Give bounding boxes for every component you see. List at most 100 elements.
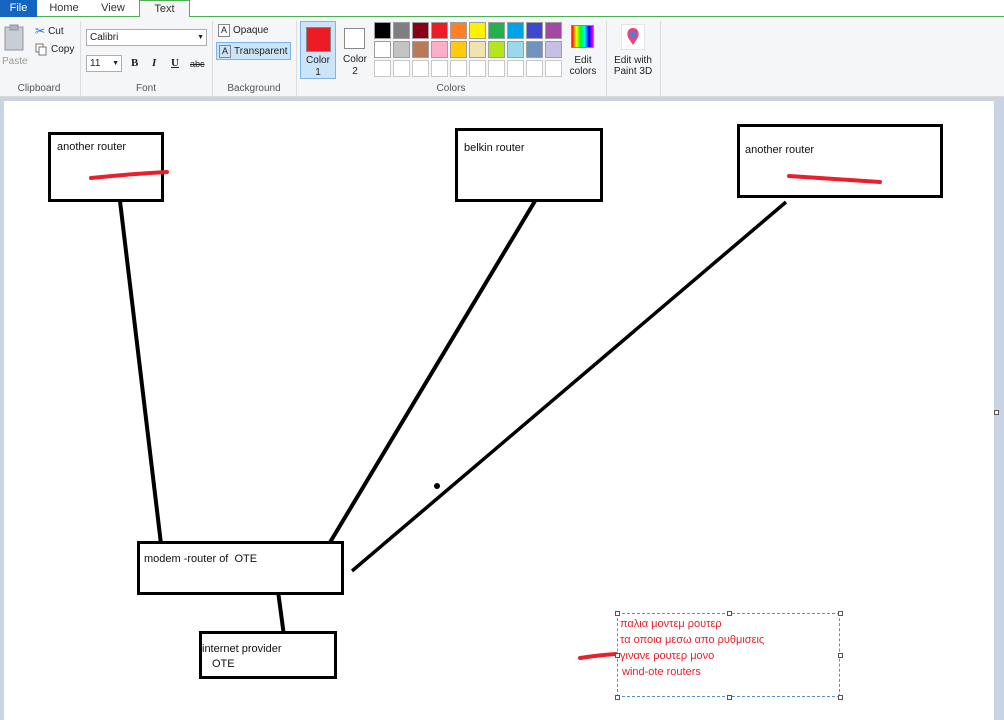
transparent-icon: A — [219, 44, 232, 58]
font-size-select[interactable]: 11 ▼ — [86, 55, 122, 72]
palette-swatch[interactable] — [450, 41, 467, 58]
palette-swatch[interactable] — [469, 22, 486, 39]
tab-file[interactable]: File — [0, 0, 37, 17]
separator — [660, 21, 661, 97]
opaque-icon: A — [218, 24, 231, 37]
resize-handle[interactable] — [838, 653, 843, 658]
transparent-button[interactable]: A Transparent — [216, 42, 291, 60]
resize-handle[interactable] — [615, 695, 620, 700]
palette-swatch[interactable] — [545, 22, 562, 39]
note-line-2: τα οποια μεσω απο ρυθμισεις — [620, 634, 765, 646]
edit-colors-label-1: Edit — [574, 55, 592, 66]
paint3d-label-1: Edit with — [614, 55, 652, 66]
palette-swatch[interactable] — [412, 22, 429, 39]
palette-swatch[interactable] — [431, 41, 448, 58]
drawing-canvas[interactable]: another router belkin router another rou… — [4, 101, 994, 720]
menu-bar: File Home View Text — [0, 0, 1004, 18]
paste-label: Paste — [2, 56, 28, 67]
palette-swatch[interactable] — [488, 60, 505, 77]
palette-swatch[interactable] — [374, 60, 391, 77]
router-belkin-label: belkin router — [464, 142, 525, 154]
palette-swatch[interactable] — [412, 60, 429, 77]
color2-number: 2 — [352, 66, 358, 77]
palette-swatch[interactable] — [488, 41, 505, 58]
resize-handle[interactable] — [615, 611, 620, 616]
tab-home[interactable]: Home — [49, 2, 79, 14]
red-dash-stroke — [578, 652, 618, 660]
canvas-resize-handle[interactable] — [994, 410, 999, 415]
palette-swatch[interactable] — [469, 41, 486, 58]
strikethrough-button[interactable]: abc — [190, 59, 205, 69]
color-spectrum-icon — [571, 25, 594, 48]
edit-colors-button[interactable]: Edit colors — [566, 22, 600, 80]
font-family-select[interactable]: Calibri ▼ — [86, 29, 207, 46]
connector-line — [327, 199, 537, 546]
cut-button[interactable]: ✂ Cut — [35, 24, 64, 38]
color2-button[interactable]: Color 2 — [339, 21, 371, 79]
internet-provider-sub-label: OTE — [212, 658, 235, 670]
text-box-content[interactable]: παλια μοντεμ ρουτερ τα οποια μεσω απο ρυ… — [619, 615, 837, 695]
connector-line — [276, 590, 286, 637]
palette-swatch[interactable] — [545, 60, 562, 77]
palette-swatch[interactable] — [393, 22, 410, 39]
palette-swatch[interactable] — [393, 41, 410, 58]
note-line-3: γινανε ρουτερ μονο — [620, 650, 715, 662]
palette-swatch[interactable] — [507, 41, 524, 58]
resize-handle[interactable] — [727, 611, 732, 616]
colors-group-label: Colors — [436, 83, 466, 94]
palette-swatch[interactable] — [412, 41, 429, 58]
chevron-down-icon: ▼ — [197, 34, 204, 41]
color-palette — [374, 22, 564, 80]
palette-swatch[interactable] — [545, 41, 562, 58]
palette-swatch[interactable] — [450, 22, 467, 39]
palette-swatch[interactable] — [431, 60, 448, 77]
palette-swatch[interactable] — [393, 60, 410, 77]
router-box-right: another router — [737, 124, 943, 198]
palette-swatch[interactable] — [374, 22, 391, 39]
connector-line — [118, 200, 163, 545]
palette-swatch[interactable] — [450, 60, 467, 77]
tab-view[interactable]: View — [101, 2, 125, 14]
resize-handle[interactable] — [615, 653, 620, 658]
palette-swatch[interactable] — [526, 22, 543, 39]
copy-icon — [35, 43, 47, 56]
color1-button[interactable]: Color 1 — [300, 21, 336, 79]
separator — [80, 21, 81, 97]
router-right-label: another router — [745, 144, 815, 156]
bold-button[interactable]: B — [131, 57, 139, 69]
ribbon: Paste ✂ Cut Copy Clipboard Calibri ▼ 11 … — [0, 17, 1004, 97]
connector-line — [350, 200, 788, 573]
edit-with-paint3d-button[interactable]: Edit with Paint 3D — [609, 22, 657, 80]
palette-swatch[interactable] — [526, 41, 543, 58]
italic-button[interactable]: I — [152, 57, 157, 69]
palette-swatch[interactable] — [488, 22, 505, 39]
resize-handle[interactable] — [727, 695, 732, 700]
palette-swatch[interactable] — [507, 22, 524, 39]
resize-handle[interactable] — [838, 611, 843, 616]
palette-swatch[interactable] — [431, 22, 448, 39]
router-box-left: another router — [48, 132, 164, 202]
palette-swatch[interactable] — [374, 41, 391, 58]
red-underline-stroke — [787, 174, 882, 184]
paste-button[interactable]: Paste — [2, 23, 28, 69]
separator — [212, 21, 213, 97]
separator — [296, 21, 297, 97]
copy-button[interactable]: Copy — [35, 43, 74, 56]
clipboard-group-label: Clipboard — [17, 83, 61, 94]
red-underline-stroke — [89, 170, 169, 180]
palette-swatch[interactable] — [507, 60, 524, 77]
modem-router-box: modem -router of OTE — [137, 541, 344, 595]
paste-icon — [4, 24, 24, 51]
palette-swatch[interactable] — [526, 60, 543, 77]
tab-text[interactable]: Text — [139, 0, 190, 18]
note-line-1: παλια μοντεμ ρουτερ — [620, 618, 722, 630]
resize-handle[interactable] — [838, 695, 843, 700]
underline-button[interactable]: U — [171, 57, 179, 69]
opaque-label: Opaque — [233, 25, 269, 36]
connector-lines — [118, 199, 788, 637]
edit-colors-label-2: colors — [569, 66, 597, 77]
font-family-value: Calibri — [90, 32, 119, 43]
opaque-button[interactable]: A Opaque — [218, 24, 269, 37]
ink-dot — [434, 483, 440, 489]
palette-swatch[interactable] — [469, 60, 486, 77]
